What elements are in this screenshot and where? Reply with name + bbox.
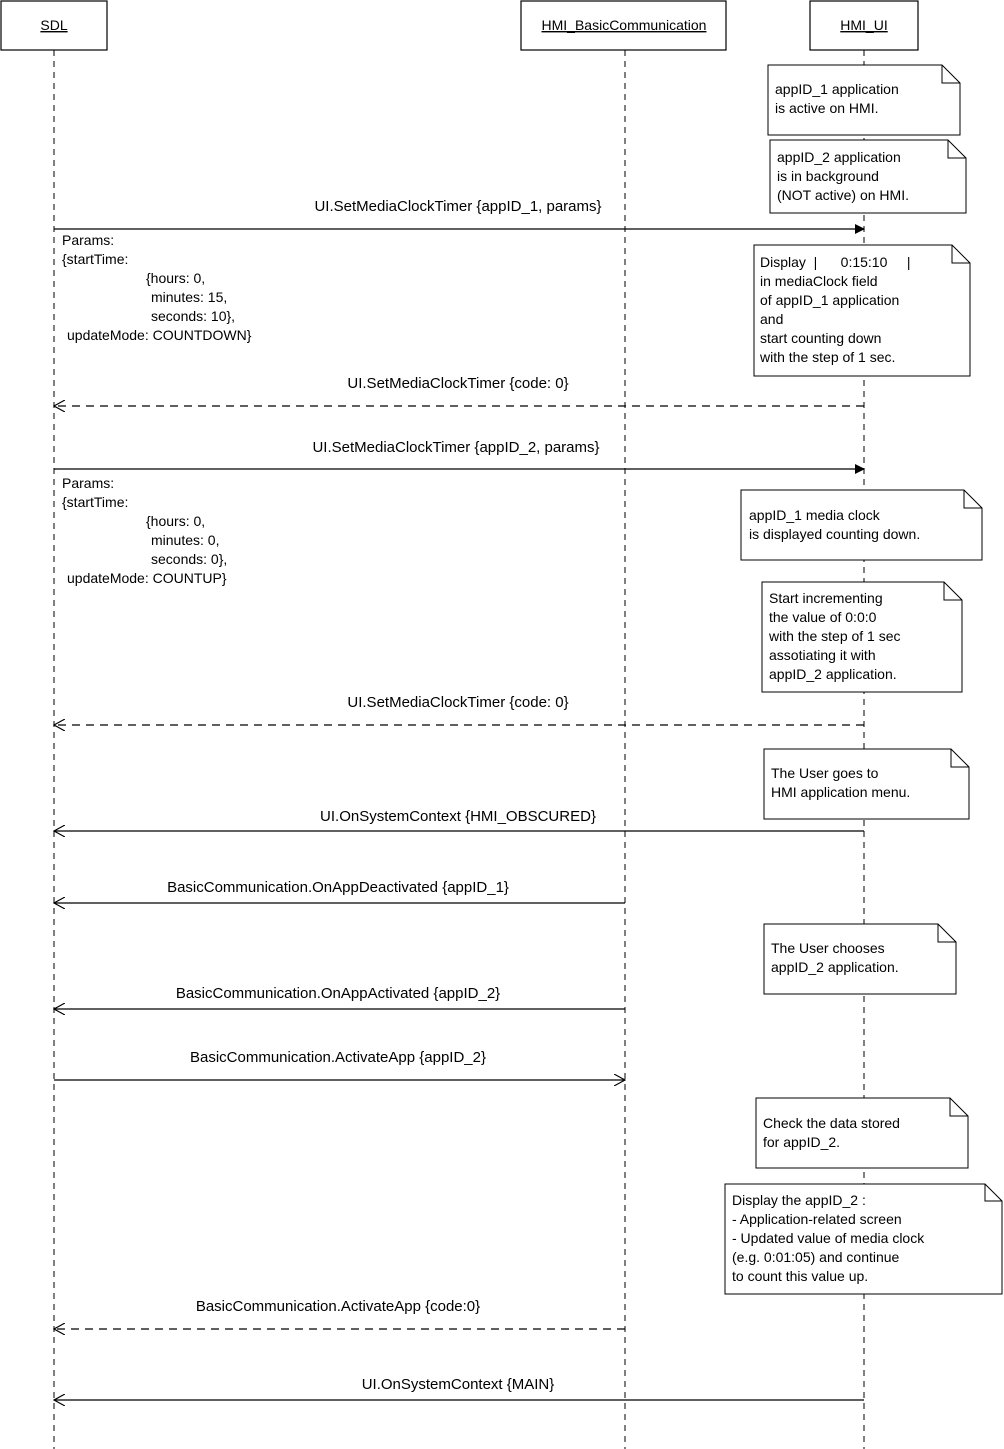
- message-label: UI.SetMediaClockTimer {code: 0}: [347, 375, 568, 392]
- message-label: UI.SetMediaClockTimer {appID_2, params}: [312, 439, 599, 456]
- message-label: BasicCommunication.ActivateApp {code:0}: [196, 1298, 480, 1315]
- message-onsystemcontext-main: UI.OnSystemContext {MAIN}: [54, 1376, 864, 1400]
- svg-text:Params:{startTime:{hours: 0,mi: Params:{startTime:{hours: 0,minutes: 15,…: [62, 232, 252, 343]
- message-setmediaclocktimer-appid1: UI.SetMediaClockTimer {appID_1, params}: [54, 198, 865, 234]
- svg-text:Params:{startTime:{hours: 0,mi: Params:{startTime:{hours: 0,minutes: 0,s…: [62, 475, 227, 586]
- actor-hmi-basic-communication: HMI_BasicCommunication: [520, 0, 727, 51]
- message-activateapp-response: BasicCommunication.ActivateApp {code:0}: [54, 1298, 625, 1329]
- message-onsystemcontext-obscured: UI.OnSystemContext {HMI_OBSCURED}: [54, 808, 864, 831]
- message-label: BasicCommunication.ActivateApp {appID_2}: [190, 1049, 486, 1066]
- message-label: UI.SetMediaClockTimer {appID_1, params}: [314, 198, 601, 215]
- message-label: UI.OnSystemContext {HMI_OBSCURED}: [320, 808, 596, 825]
- message-setmediaclocktimer-response-2: UI.SetMediaClockTimer {code: 0}: [54, 694, 864, 725]
- message-activateapp: BasicCommunication.ActivateApp {appID_2}: [54, 1049, 625, 1080]
- actor-hmi-ui: HMI_UI: [809, 0, 919, 51]
- svg-text:Display | 0:15:10 |i: Display | 0:15:10 |in mediaClock fieldof…: [759, 254, 910, 365]
- message-setmediaclocktimer-appid2: UI.SetMediaClockTimer {appID_2, params}: [54, 439, 865, 474]
- message-setmediaclocktimer-response-1: UI.SetMediaClockTimer {code: 0}: [54, 375, 864, 406]
- message-label: UI.OnSystemContext {MAIN}: [362, 1376, 555, 1393]
- message-onappactivated: BasicCommunication.OnAppActivated {appID…: [54, 985, 625, 1009]
- note-9: Display the appID_2 :- Application-relat…: [724, 1183, 1003, 1295]
- message-onappdeactivated: BasicCommunication.OnAppDeactivated {app…: [54, 879, 625, 903]
- actor-label: HMI_BasicCommunication: [542, 17, 707, 33]
- actor-sdl: SDL: [0, 0, 108, 51]
- message-label: BasicCommunication.OnAppDeactivated {app…: [167, 879, 509, 896]
- message-label: BasicCommunication.OnAppActivated {appID…: [176, 985, 500, 1002]
- params-block-1: Params:{startTime:{hours: 0,minutes: 15,…: [62, 232, 252, 343]
- params-block-2: Params:{startTime:{hours: 0,minutes: 0,s…: [62, 475, 227, 586]
- actor-label: SDL: [40, 17, 67, 33]
- actor-label: HMI_UI: [840, 17, 887, 33]
- message-label: UI.SetMediaClockTimer {code: 0}: [347, 694, 568, 711]
- svg-text:Display the appID_2 :- Applica: Display the appID_2 :- Application-relat…: [732, 1192, 925, 1284]
